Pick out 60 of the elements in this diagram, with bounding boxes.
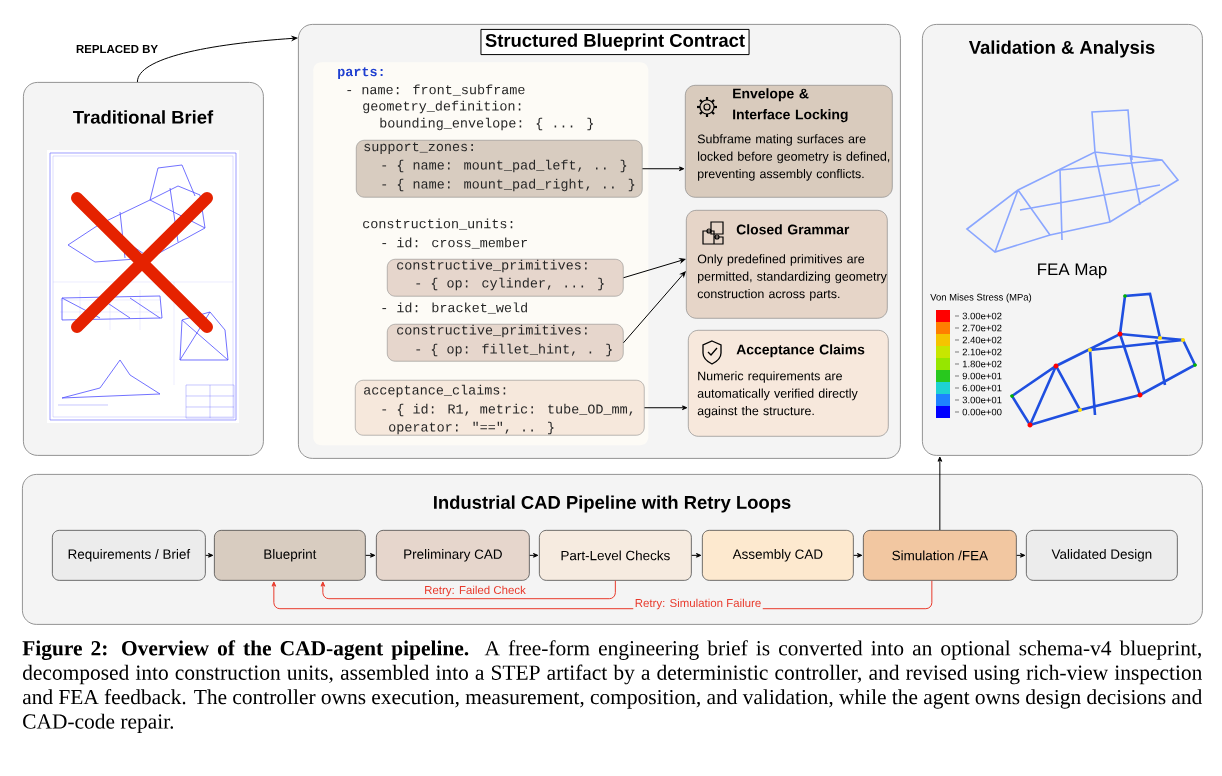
process-box: Simulation /FEA bbox=[863, 530, 1017, 581]
panel-title: Validation & Analysis bbox=[968, 40, 1155, 58]
code-line: - { op: cylinder, ... } bbox=[416, 277, 604, 291]
arrow bbox=[642, 166, 685, 172]
code-line: bounding_envelope: { ... } bbox=[380, 117, 593, 131]
panel-title: Structured Blueprint Contract bbox=[480, 28, 750, 56]
code-line: operator: "==", .. } bbox=[389, 421, 554, 435]
edge-label: REPLACED BY bbox=[74, 43, 160, 55]
section-label: FEA Map bbox=[1038, 263, 1107, 279]
legend-label: 9.00e+01 bbox=[954, 372, 1002, 380]
legend-label: 6.00e+01 bbox=[954, 384, 1002, 392]
process-box: Part-Level Checks bbox=[539, 530, 692, 581]
arrow bbox=[136, 36, 298, 83]
panel bbox=[922, 24, 1203, 456]
arrow bbox=[320, 580, 616, 600]
code-line: - { id: R1, metric: tube_OD_mm, bbox=[382, 403, 633, 417]
code-line: parts: bbox=[338, 67, 383, 79]
arrow bbox=[644, 405, 688, 411]
process-box: Requirements / Brief bbox=[52, 530, 206, 581]
code-line: - { name: mount_pad_right, .. } bbox=[382, 178, 635, 192]
process-box: Assembly CAD bbox=[702, 530, 854, 581]
legend-title: Von Mises Stress (MPa) bbox=[930, 293, 1032, 303]
arrow bbox=[1016, 553, 1026, 558]
arrow bbox=[853, 553, 863, 558]
code-line: constructive_primitives: bbox=[397, 259, 587, 273]
arrow bbox=[623, 271, 686, 344]
code-line: - { name: mount_pad_left, .. } bbox=[382, 159, 627, 173]
arrow bbox=[937, 456, 943, 531]
process-box: Blueprint bbox=[214, 530, 366, 581]
arrow bbox=[623, 258, 686, 279]
legend-label: 2.70e+02 bbox=[954, 324, 1002, 332]
feature-card: Closed Grammar Only predefined primitives are permitted, standardizing geometry construction across parts. bbox=[686, 210, 888, 319]
arrow bbox=[691, 553, 702, 558]
legend-label: 3.00e+01 bbox=[954, 396, 1002, 404]
arrow bbox=[205, 553, 214, 558]
legend-label: 3.00e+02 bbox=[954, 312, 1002, 320]
code-line: - { op: fillet_hint, . } bbox=[416, 343, 612, 357]
process-box: Preliminary CAD bbox=[376, 530, 530, 581]
panel-title: Traditional Brief bbox=[73, 110, 214, 124]
process-box: Validated Design bbox=[1026, 530, 1178, 581]
legend-label: 2.40e+02 bbox=[954, 336, 1002, 344]
feature-card: Acceptance Claims Numeric requirements are automatically verified directly against the structure. bbox=[688, 330, 889, 437]
panel-title: Industrial CAD Pipeline with Retry Loops bbox=[434, 495, 791, 513]
edge-label: Retry: Failed Check bbox=[422, 584, 528, 598]
arrow bbox=[365, 553, 376, 558]
legend-label: 0.00e+00 bbox=[954, 408, 1002, 416]
code-line: - name: front_subframe bbox=[347, 84, 525, 96]
feature-card: Envelope & Interface Locking Subframe mating surfaces are locked before geometry is defined, preventing assembly conflicts. bbox=[685, 85, 893, 198]
caption: Figure 2: Overview of the CAD-agent pipeline. A free-form engineering brief is converted into an optional schema-v4 blueprint, decomposed into construction units, assembled into a STEP artifact by a deterministic controller, and revised using rich-view inspection and FEA feedback. The controller owns execution, measurement, composition, and validation, while the agent owns design decisions and CAD-code repair. bbox=[22, 640, 1203, 734]
code-line: - id: bracket_weld bbox=[382, 302, 527, 314]
code-line: construction_units: bbox=[363, 218, 513, 230]
code-line: - id: cross_member bbox=[382, 237, 527, 249]
edge-label: Retry: Simulation Failure bbox=[633, 597, 763, 611]
code-line: constructive_primitives: bbox=[397, 324, 587, 338]
code-line: acceptance_claims: bbox=[364, 384, 506, 398]
code-line: geometry_definition: bbox=[363, 100, 521, 114]
legend-label: 2.10e+02 bbox=[954, 348, 1002, 356]
arrow bbox=[529, 553, 539, 558]
code-line: support_zones: bbox=[364, 142, 473, 154]
legend-label: 1.80e+02 bbox=[954, 360, 1002, 368]
